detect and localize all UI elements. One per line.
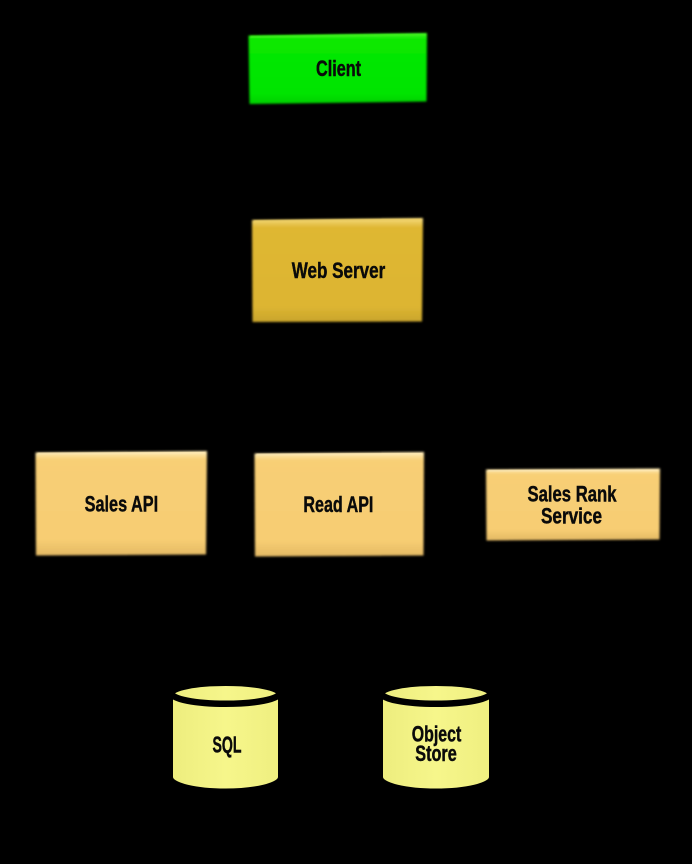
svg-text:Store: Store [415,741,457,766]
svg-text:Sales API: Sales API [85,492,159,517]
svg-text:SQL: SQL [213,732,242,758]
svg-text:Sales Rank: Sales Rank [528,482,617,507]
svg-text:Service: Service [541,504,602,529]
svg-text:Read API: Read API [303,492,373,517]
svg-text:Object: Object [412,722,462,747]
svg-text:Client: Client [316,56,361,81]
svg-text:Web Server: Web Server [292,258,386,283]
